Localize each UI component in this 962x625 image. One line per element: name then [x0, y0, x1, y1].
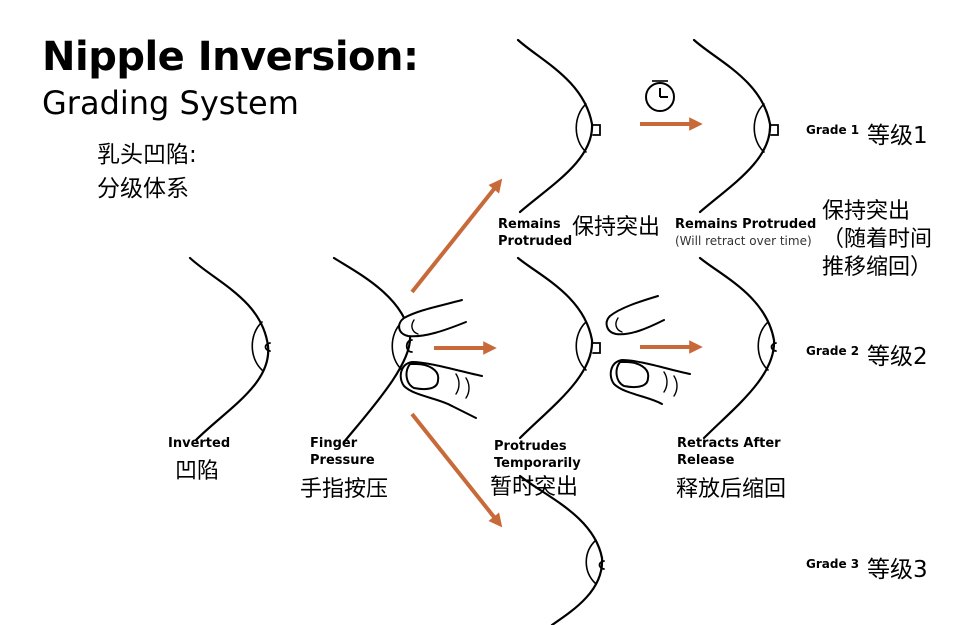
label-retracts-after-release-line-1: Retracts After	[677, 436, 781, 451]
label-remains-protruded-zh: 保持突出	[572, 215, 661, 240]
grade-3-label-zh: 等级3	[867, 557, 928, 583]
label-finger-pressure-line-1: Finger	[310, 436, 358, 451]
page-title: Nipple Inversion:	[42, 34, 419, 80]
label-remains-protruded-line-1: Remains	[498, 217, 561, 232]
finger-icon	[398, 299, 483, 419]
grade-2-label-zh: 等级2	[867, 344, 928, 370]
breast-remains-protruded	[516, 38, 601, 214]
label-finger-pressure-zh: 手指按压	[300, 477, 389, 502]
label-remains-protruded-retract-zh: 保持突出 （随着时间 推移缩回）	[822, 198, 932, 282]
label-retracts-after-release-line-2: Release	[677, 453, 735, 468]
grade-2-label: Grade 2	[806, 344, 860, 358]
grade-3-label: Grade 3	[806, 557, 860, 571]
grade-1-label: Grade 1	[806, 123, 860, 137]
page-title-zh-line-1: 乳头凹陷:	[97, 142, 197, 168]
page-title-zh-line-2: 分级体系	[97, 176, 189, 202]
label-finger-pressure-line-2: Pressure	[310, 453, 375, 468]
label-remains-protruded-retract-note: (Will retract over time)	[675, 234, 812, 248]
label-retracts-after-release: Retracts After Release	[677, 435, 781, 469]
breast-protrudes-temporarily	[516, 256, 601, 440]
grade-1-label-zh: 等级1	[867, 123, 928, 149]
breast-grade-1	[692, 38, 779, 214]
label-protrudes-temporarily: Protrudes Temporarily	[494, 438, 581, 472]
label-inverted: Inverted	[168, 436, 231, 451]
arrow-to-remains-protruded	[410, 178, 503, 294]
page-title-zh: 乳头凹陷: 分级体系	[97, 138, 197, 206]
label-remains-protruded-retract-line-1: Remains Protruded	[675, 217, 817, 232]
breast-grade-3	[518, 474, 605, 625]
page-subtitle: Grading System	[42, 84, 299, 122]
breast-finger-pressure	[332, 256, 413, 444]
label-finger-pressure: Finger Pressure	[310, 435, 375, 469]
label-protrudes-temporarily-line-1: Protrudes	[494, 439, 567, 454]
label-zh-line-3: 推移缩回）	[822, 255, 933, 280]
breast-inverted	[188, 256, 271, 442]
label-protrudes-temporarily-line-2: Temporarily	[494, 456, 581, 471]
label-remains-protruded-line-2: Protruded	[498, 234, 573, 249]
arrow-to-grade-3	[410, 412, 503, 528]
finger-icon	[605, 295, 691, 405]
label-remains-protruded: Remains Protruded	[498, 216, 572, 250]
label-inverted-zh: 凹陷	[175, 459, 220, 484]
label-retracts-after-release-zh: 释放后缩回	[676, 477, 787, 502]
process-arrows	[410, 117, 703, 528]
label-zh-line-1: 保持突出	[822, 199, 911, 224]
breast-grade-2	[698, 256, 777, 440]
label-zh-line-2: （随着时间	[822, 227, 933, 252]
label-remains-protruded-retract: Remains Protruded (Will retract over tim…	[675, 216, 816, 250]
clock-icon	[645, 80, 675, 112]
label-protrudes-temporarily-zh: 暂时突出	[490, 475, 579, 500]
